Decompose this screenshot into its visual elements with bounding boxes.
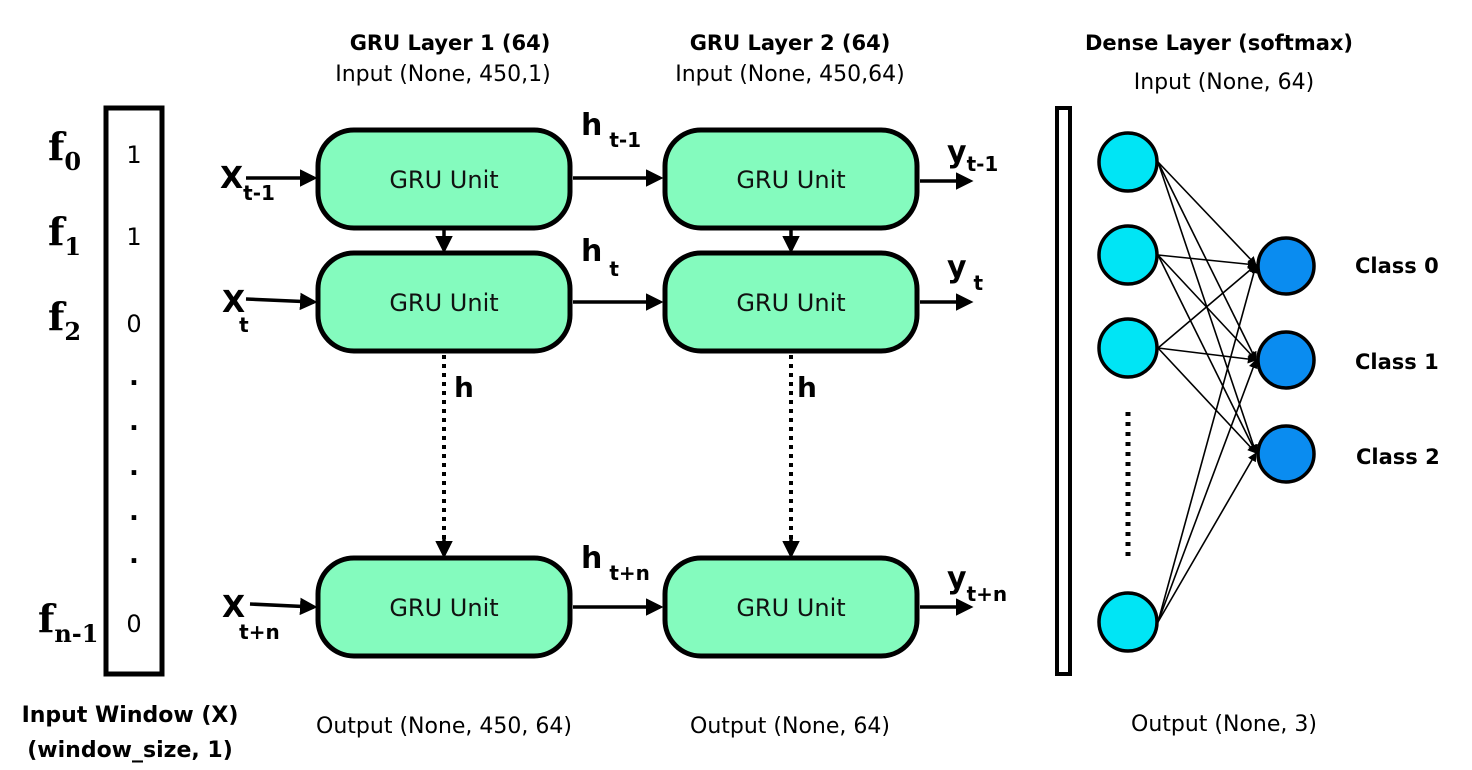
ellipsis-dot: . bbox=[129, 407, 139, 437]
gru-layer-1: GRU Layer 1 (64) Input (None, 450,1) GRU… bbox=[220, 31, 573, 739]
dense-layer-output-shape: Output (None, 3) bbox=[1131, 712, 1317, 737]
dense-input-node bbox=[1097, 224, 1159, 286]
output-label-t+n: yt+n bbox=[947, 561, 1007, 606]
input-window-shape: (window_size, 1) bbox=[27, 738, 233, 763]
dense-input-node bbox=[1097, 317, 1159, 379]
input-arrow-t+n bbox=[249, 597, 318, 616]
skip-label-l1: h bbox=[454, 371, 474, 404]
input-label-t-1: Xt-1 bbox=[220, 161, 275, 205]
gru-unit-label: GRU Unit bbox=[736, 289, 845, 317]
output-label-t-1: yt-1 bbox=[947, 135, 998, 176]
gru-unit-label: GRU Unit bbox=[389, 289, 498, 317]
gru-layer-1-input-shape: Input (None, 450,1) bbox=[335, 62, 551, 87]
feature-value-2: 0 bbox=[126, 310, 141, 338]
dense-connections bbox=[1157, 161, 1259, 623]
gru-unit-label: GRU Unit bbox=[389, 166, 498, 194]
gru-unit-label: GRU Unit bbox=[736, 166, 845, 194]
hidden-label-t-1: h t-1 bbox=[581, 108, 641, 152]
hidden-label-t: h t bbox=[581, 234, 619, 281]
ellipsis-dot: . bbox=[129, 540, 139, 570]
feature-value-0: 1 bbox=[126, 141, 141, 169]
dense-layer-title: Dense Layer (softmax) bbox=[1085, 31, 1353, 55]
class-label-1: Class 1 bbox=[1355, 350, 1439, 374]
class-label-2: Class 2 bbox=[1356, 445, 1440, 469]
gru-unit-l1-t-1 bbox=[315, 127, 573, 231]
ellipsis-dot: . bbox=[129, 497, 139, 527]
dense-layer-bar bbox=[1055, 106, 1072, 676]
skip-label-l2: h bbox=[797, 371, 817, 404]
ellipsis-dot: . bbox=[129, 452, 139, 482]
hidden-states: h t-1 h t h t+n bbox=[573, 108, 664, 616]
gru-layer-2-output-shape: Output (None, 64) bbox=[690, 714, 890, 739]
feature-label-0: f0 bbox=[48, 124, 81, 176]
gru-layer-1-output-shape: Output (None, 450, 64) bbox=[316, 714, 572, 739]
gru-unit-label: GRU Unit bbox=[736, 594, 845, 622]
gru-layer-2-input-shape: Input (None, 450,64) bbox=[675, 62, 905, 87]
input-window-caption: Input Window (X) bbox=[22, 703, 239, 728]
feature-label-1: f1 bbox=[48, 209, 81, 261]
input-window: f0 f1 f2 fn-1 1 1 0 0 . . . . . Input Wi… bbox=[22, 105, 239, 763]
dense-input-node bbox=[1097, 591, 1159, 653]
feature-value-n-1: 0 bbox=[126, 610, 141, 638]
hidden-label-t+n: h t+n bbox=[581, 541, 650, 585]
gru-layer-2: GRU Layer 2 (64) Input (None, 450,64) GR… bbox=[662, 31, 1007, 739]
dense-layer: Dense Layer (softmax) Input (None, 64) bbox=[1055, 31, 1440, 737]
dense-layer-input-shape: Input (None, 64) bbox=[1134, 70, 1315, 95]
gru-unit-l2-t-1 bbox=[662, 127, 920, 231]
gru-unit-label: GRU Unit bbox=[389, 594, 498, 622]
dense-output-node-class-0 bbox=[1256, 236, 1316, 296]
feature-label-n-1: fn-1 bbox=[38, 596, 98, 648]
feature-value-1: 1 bbox=[126, 223, 141, 251]
ellipsis-dot: . bbox=[129, 362, 139, 392]
dense-output-node-class-1 bbox=[1256, 330, 1316, 390]
dense-input-node bbox=[1097, 131, 1159, 193]
output-label-t: y t bbox=[947, 250, 984, 295]
class-label-0: Class 0 bbox=[1355, 254, 1439, 278]
gru-layer-1-title: GRU Layer 1 (64) bbox=[350, 31, 551, 55]
dense-output-node-class-2 bbox=[1256, 424, 1316, 484]
input-arrow-t bbox=[245, 292, 318, 311]
feature-label-2: f2 bbox=[48, 294, 81, 346]
input-window-box bbox=[103, 105, 165, 677]
gru-layer-2-title: GRU Layer 2 (64) bbox=[690, 31, 891, 55]
